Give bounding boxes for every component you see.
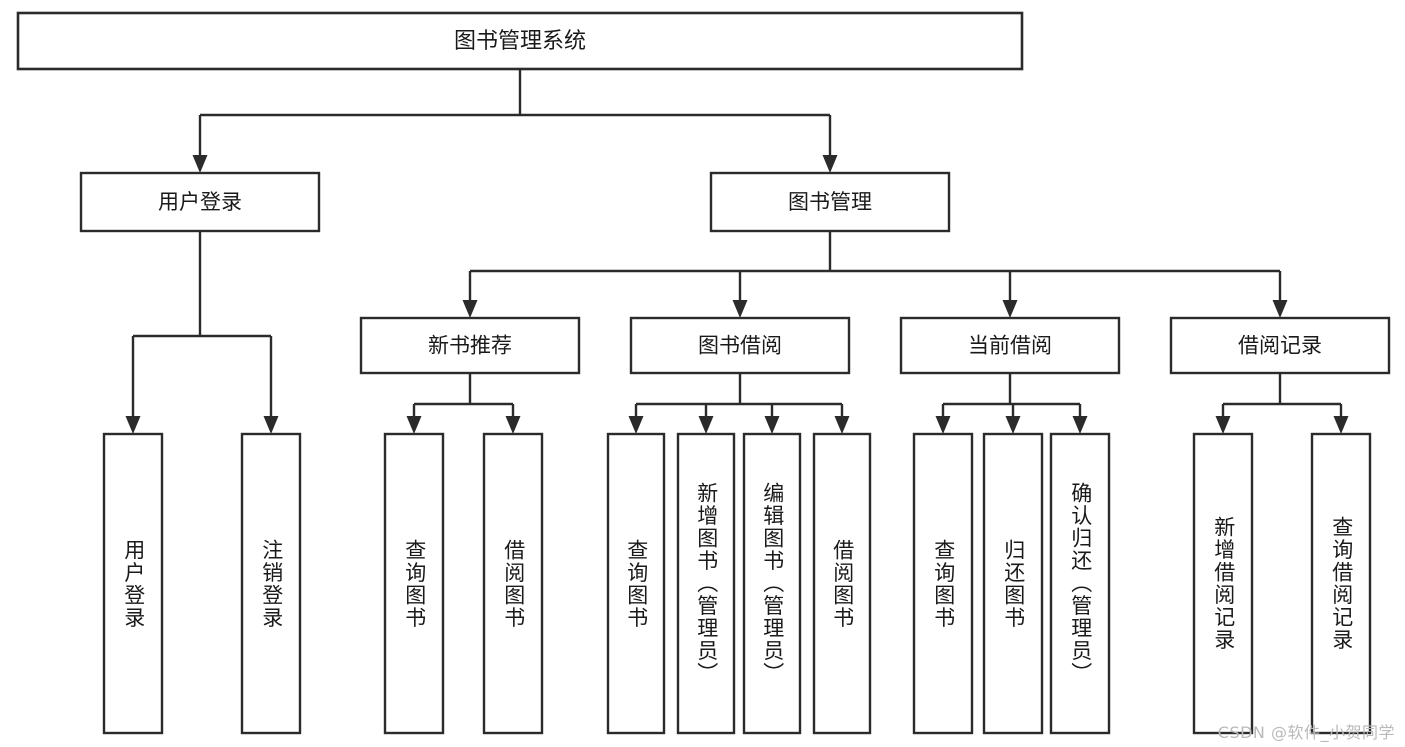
node-box[interactable] [359,316,581,375]
node-leaf-edit-book-admin[interactable] [742,432,802,735]
arrow-head-icon [1333,416,1349,434]
node-box[interactable] [982,432,1044,735]
arrow-head-icon [1215,416,1231,434]
arrow-head-icon [125,416,141,434]
node-box[interactable] [482,432,544,735]
node-leaf-confirm-return-admin[interactable] [1049,432,1111,735]
node-leaf-query-book-borrow[interactable] [606,432,666,735]
node-box[interactable] [742,432,802,735]
node-box[interactable] [383,432,445,735]
connector-group [1215,373,1349,434]
arrow-head-icon [1272,300,1288,318]
node-box[interactable] [79,171,321,233]
node-leaf-logout[interactable] [240,432,302,735]
arrow-head-icon [935,416,951,434]
node-user-login[interactable]: 用户登录 [79,171,321,233]
node-leaf-add-borrow-record[interactable] [1192,432,1254,735]
connector-group [935,373,1088,434]
node-label: 图书借阅 [698,334,782,358]
node-label: 图书管理系统 [454,29,586,54]
node-box[interactable] [1169,316,1391,375]
node-box[interactable] [16,11,1024,71]
node-book-management[interactable]: 图书管理 [709,171,951,233]
arrow-head-icon [192,155,208,173]
node-leaf-query-borrow-record[interactable] [1310,432,1372,735]
node-box[interactable] [676,432,736,735]
arrow-head-icon [263,416,279,434]
node-box[interactable] [912,432,974,735]
node-leaf-query-book-recommend[interactable] [383,432,445,735]
node-leaf-borrow-book-recommend[interactable] [482,432,544,735]
node-box[interactable] [1049,432,1111,735]
arrow-head-icon [628,416,644,434]
node-leaf-borrow-book[interactable] [812,432,872,735]
arrow-head-icon [834,416,850,434]
arrow-head-icon [462,300,478,318]
node-box[interactable] [1310,432,1372,735]
arrow-head-icon [1005,416,1021,434]
node-box[interactable] [709,171,951,233]
node-box[interactable] [812,432,872,735]
node-borrow-record[interactable]: 借阅记录 [1169,316,1391,375]
node-box[interactable] [240,432,302,735]
arrow-head-icon [1072,416,1088,434]
node-label: 图书管理 [788,190,872,214]
csdn-watermark: CSDN @软件_小贺同学 [1217,723,1395,742]
node-label: 新书推荐 [428,334,512,358]
node-label: 当前借阅 [968,334,1052,358]
arrow-head-icon [732,300,748,318]
arrow-head-icon [764,416,780,434]
arrow-head-icon [1002,300,1018,318]
node-root[interactable]: 图书管理系统 [16,11,1024,71]
arrow-head-icon [406,416,422,434]
node-box[interactable] [629,316,851,375]
connector-group [125,231,279,434]
node-box[interactable] [606,432,666,735]
node-label: 用户登录 [158,190,242,214]
connector-group [406,373,521,434]
node-label: 借阅记录 [1238,334,1322,358]
connector-group [462,231,1288,318]
node-leaf-user-login[interactable] [102,432,164,735]
connector-group [628,373,850,434]
node-current-borrow[interactable]: 当前借阅 [899,316,1121,375]
node-new-book-recommend[interactable]: 新书推荐 [359,316,581,375]
connector-group [192,69,838,173]
node-leaf-query-book-current[interactable] [912,432,974,735]
arrow-head-icon [822,155,838,173]
node-leaf-return-book[interactable] [982,432,1044,735]
arrow-head-icon [698,416,714,434]
arrow-head-icon [505,416,521,434]
node-box[interactable] [1192,432,1254,735]
node-leaf-add-book-admin[interactable] [676,432,736,735]
node-book-borrow[interactable]: 图书借阅 [629,316,851,375]
node-box[interactable] [899,316,1121,375]
node-box[interactable] [102,432,164,735]
